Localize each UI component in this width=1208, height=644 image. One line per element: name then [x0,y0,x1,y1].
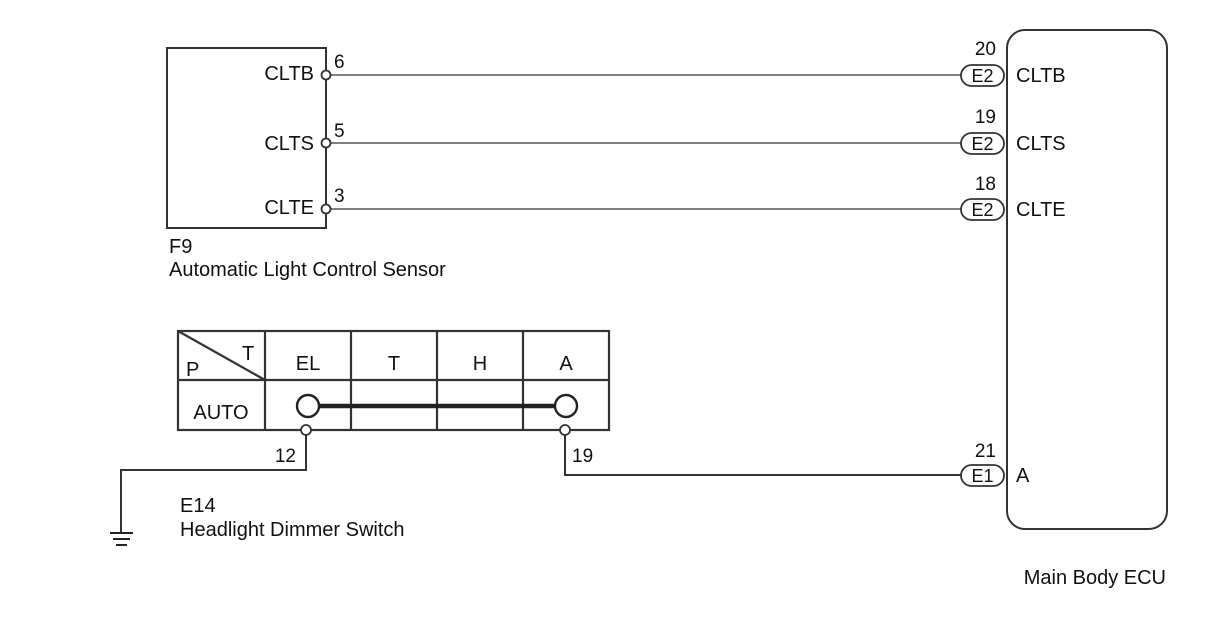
switch-pin-number: 12 [275,446,296,467]
sensor-pin-label: CLTE [264,197,314,219]
switch-pin-number: 19 [572,446,593,467]
switch-name: Headlight Dimmer Switch [180,519,405,541]
ecu-pin-label: A [1016,465,1030,487]
ecu-connector-code: E2 [971,134,993,154]
ecu-connector-code: E1 [971,466,993,486]
table-column-header: H [473,353,487,375]
wire-a [564,435,962,476]
ecu-connector-badge [960,132,1005,155]
ecu-connector-badge [960,64,1005,87]
ecu-pin-number: 19 [975,107,996,128]
ecu-pin-number: 21 [975,441,996,462]
ecu-connector-badge [960,198,1005,221]
table-column-header: A [559,353,573,375]
ecu-connector-code: E2 [971,200,993,220]
table-corner-bottom: P [186,359,199,381]
sensor-name: Automatic Light Control Sensor [169,259,446,281]
ground-icon [110,532,133,546]
ecu-connector-code: E2 [971,66,993,86]
sensor-terminal [320,203,332,215]
table-column-header: T [388,353,400,375]
headlight-dimmer-switch: T P EL T H A AUTO 12 19 E14 Headlight Di… [176,329,611,541]
ecu-pin-label: CLTB [1016,65,1066,87]
table-row-label: AUTO [193,402,248,424]
sensor-terminal [320,137,332,149]
light-control-sensor: CLTB CLTS CLTE 6 5 3 F9 Automatic Light … [166,47,446,281]
ecu-pin-number: 20 [975,39,996,60]
table-column-header: EL [296,353,320,375]
continuity-node [553,393,579,419]
continuity-node [295,393,321,419]
main-body-ecu: E2 E2 E2 E1 20 19 18 21 CLTB CLTS CLTE A… [960,29,1168,589]
sensor-pin-label: CLTB [264,63,314,85]
sensor-pin-number: 5 [334,121,345,142]
sensor-pin-number: 6 [334,52,345,73]
sensor-pin-number: 3 [334,186,345,207]
switch-code: E14 [180,495,216,517]
table-corner-diagonal [177,330,266,381]
ecu-pin-label: CLTS [1016,133,1066,155]
ecu-name: Main Body ECU [1024,567,1166,589]
ground-wire [120,435,307,532]
ecu-pin-label: CLTE [1016,199,1066,221]
switch-terminal [559,424,571,436]
sensor-pin-label: CLTS [264,133,314,155]
sensor-terminal [320,69,332,81]
switch-terminal [300,424,312,436]
ecu-pin-number: 18 [975,174,996,195]
ecu-body [1006,29,1168,530]
table-corner-top: T [242,343,254,365]
sensor-code: F9 [169,236,192,258]
